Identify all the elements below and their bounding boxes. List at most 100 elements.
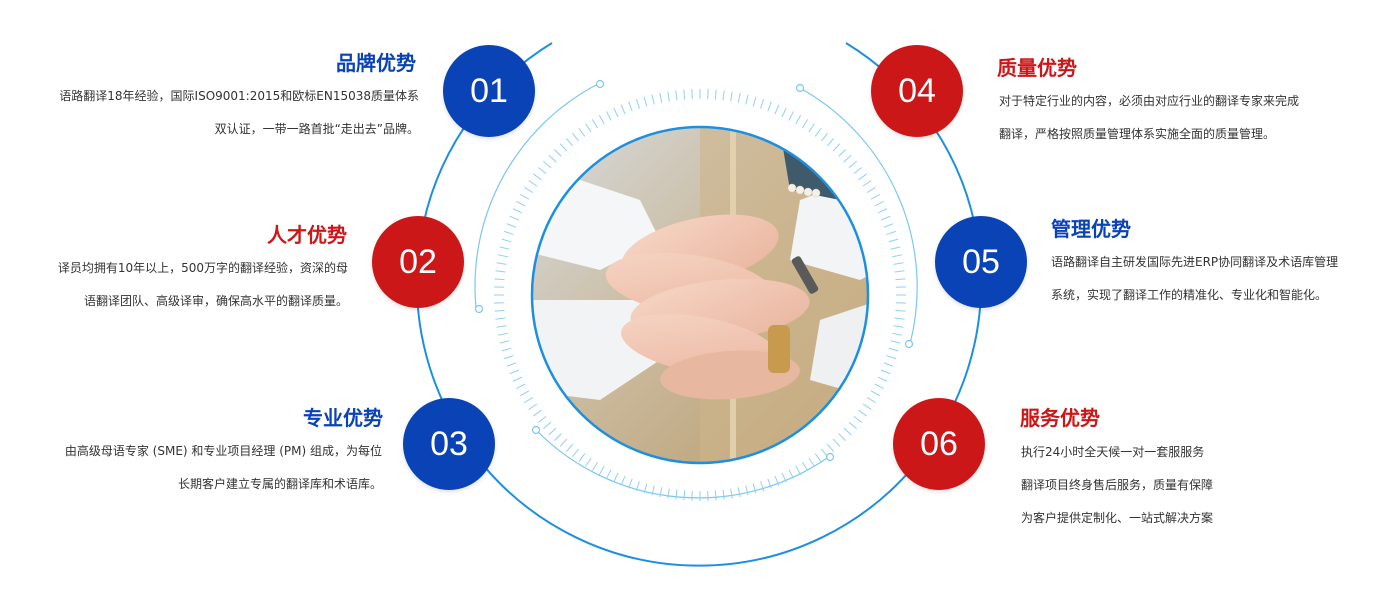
tick-mark [795, 115, 802, 125]
badge-05: 05 [935, 216, 1027, 308]
tick-mark [737, 92, 741, 103]
tick-mark [520, 193, 530, 200]
tick-mark [801, 119, 809, 129]
ring-node [595, 79, 605, 89]
tick-mark [714, 89, 717, 100]
tick-mark [543, 421, 552, 430]
tick-mark [659, 92, 663, 103]
tick-mark [565, 443, 574, 452]
tick-mark [494, 309, 505, 312]
tick-mark [606, 111, 612, 121]
tick-mark [533, 173, 542, 181]
tick-mark [643, 483, 648, 494]
tick-mark [883, 362, 894, 367]
tick-mark [520, 390, 530, 397]
tick-mark [892, 332, 903, 336]
feature-desc-05: 语路翻译自主研发国际先进ERP协同翻译及术语库管理 系统，实现了翻译工作的精准化… [1051, 246, 1338, 312]
tick-mark [788, 111, 794, 121]
tick-mark [572, 448, 580, 458]
tick-mark [591, 119, 599, 129]
tick-mark [760, 481, 765, 492]
desc-line: 语路翻译自主研发国际先进ERP协同翻译及术语库管理 [1051, 255, 1339, 269]
tick-mark [628, 101, 633, 112]
desc-line: 翻译，严格按照质量管理体系实施全面的质量管理。 [999, 127, 1276, 141]
tick-mark [826, 138, 835, 147]
tick-mark [814, 128, 822, 137]
tick-mark [667, 488, 670, 499]
tick-mark [606, 469, 612, 479]
tick-mark [874, 201, 884, 207]
tick-mark [888, 238, 899, 243]
tick-mark [832, 438, 841, 447]
tick-mark [866, 396, 876, 404]
tick-mark [501, 238, 512, 243]
tick-mark [659, 487, 663, 498]
tick-mark [890, 340, 901, 344]
tick-mark [843, 154, 852, 163]
tick-mark [497, 254, 508, 258]
desc-line: 语路翻译18年经验，国际ISO9001:2015和欧标EN15038质量体系 [59, 89, 419, 103]
tick-mark [643, 96, 648, 107]
tick-mark [820, 448, 828, 458]
tick-mark [866, 186, 876, 194]
tick-mark [808, 457, 815, 467]
feature-title-04: 质量优势 [997, 56, 1077, 80]
tick-mark [877, 376, 888, 382]
tick-mark [737, 487, 741, 498]
mid-ring-arc-right [799, 87, 918, 345]
tick-mark [620, 475, 626, 486]
tick-mark [814, 453, 822, 462]
desc-line: 由高级母语专家 (SME) 和专业项目经理 (PM) 组成，为每位 [64, 444, 382, 458]
ring-node [825, 452, 835, 462]
tick-mark [848, 421, 857, 430]
tick-mark [752, 483, 757, 494]
tick-mark [893, 325, 904, 328]
tick-mark [832, 143, 841, 152]
tick-mark [496, 325, 507, 328]
tick-mark [890, 246, 901, 250]
tick-mark [635, 98, 640, 109]
tick-mark [495, 270, 506, 273]
tick-mark [752, 96, 757, 107]
tick-mark [870, 390, 880, 397]
tick-mark [877, 208, 888, 214]
tick-mark [722, 90, 725, 101]
tick-mark [862, 403, 872, 410]
tick-mark [528, 403, 538, 410]
tick-mark [524, 396, 534, 404]
tick-mark [509, 215, 520, 221]
tick-mark [894, 317, 905, 320]
tick-mark [774, 475, 780, 486]
tick-mark [838, 148, 847, 157]
tick-mark [760, 98, 765, 109]
tick-mark [585, 457, 592, 467]
feature-title-01: 品牌优势 [336, 51, 416, 75]
tick-mark [585, 123, 592, 133]
tick-mark [635, 481, 640, 492]
tick-mark [895, 309, 906, 312]
tick-mark [524, 186, 534, 194]
tick-mark [559, 143, 568, 152]
tick-mark [808, 123, 815, 133]
tick-mark [781, 107, 787, 118]
feature-title-06: 服务优势 [1020, 406, 1100, 430]
tick-mark [892, 254, 903, 258]
tick-mark [613, 472, 619, 483]
desc-line: 长期客户建立专属的翻译库和术语库。 [177, 477, 382, 491]
tick-mark [781, 472, 787, 483]
tick-mark [499, 340, 510, 344]
tick-mark [578, 128, 586, 137]
badge-03: 03 [403, 398, 495, 490]
desc-line: 译员均拥有10年以上，500万字的翻译经验，资深的母 [57, 261, 348, 275]
tick-mark [572, 132, 580, 142]
tick-mark [559, 438, 568, 447]
tick-mark [501, 347, 512, 352]
tick-mark [894, 270, 905, 273]
ring-node [531, 425, 541, 435]
tick-mark [512, 208, 523, 214]
tick-mark [853, 167, 863, 175]
tick-mark [543, 160, 552, 169]
tick-mark [533, 409, 542, 417]
feature-desc-04: 对于特定行业的内容，必须由对应行业的翻译专家来完成 翻译，严格按照质量管理体系实… [999, 85, 1299, 151]
